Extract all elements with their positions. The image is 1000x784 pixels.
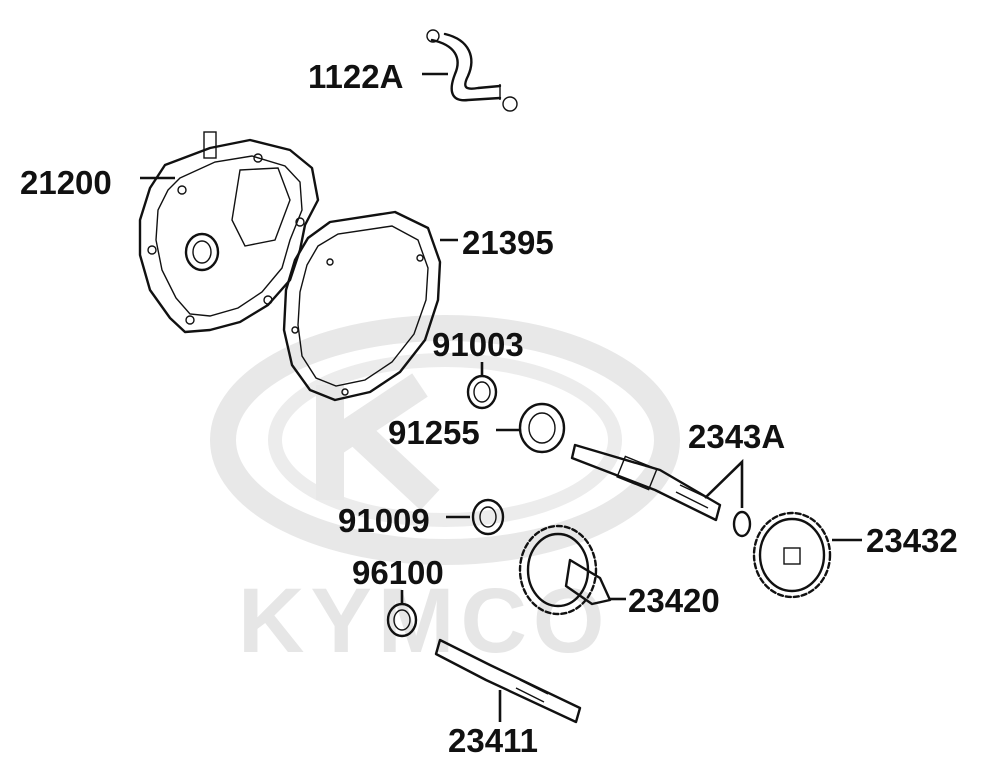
part-label-91009: 91009 (338, 502, 430, 539)
part-label-1122a: 1122A (308, 58, 403, 95)
part-1122a-hose[interactable] (422, 29, 518, 112)
part-91003-bearing[interactable] (466, 362, 498, 410)
part-23420-gear[interactable] (518, 524, 626, 616)
part-91255-seal[interactable] (496, 402, 566, 454)
kymco-watermark: KYMCO (210, 315, 680, 672)
part-23411-shaft[interactable] (434, 638, 582, 724)
part-2343a-circlip[interactable] (732, 510, 752, 538)
part-label-23420: 23420 (628, 582, 720, 619)
part-label-21395: 21395 (462, 224, 554, 261)
part-label-21200: 21200 (20, 164, 112, 201)
part-96100-bearing[interactable] (386, 590, 418, 638)
part-label-23411: 23411 (448, 722, 538, 759)
part-label-91255: 91255 (388, 414, 480, 451)
part-91009-bearing[interactable] (446, 498, 505, 536)
part-23432-gear[interactable] (752, 511, 862, 599)
part-label-2343a: 2343A (688, 418, 785, 455)
part-label-96100: 96100 (352, 554, 444, 591)
part-21200-cover[interactable] (138, 131, 320, 334)
leader-2343a (704, 458, 744, 508)
part-21395-gasket[interactable] (282, 210, 458, 402)
part-label-23432: 23432 (866, 522, 958, 559)
part-label-91003: 91003 (432, 326, 524, 363)
watermark-logo-text: KYMCO (238, 570, 610, 672)
part-drive-shaft[interactable] (570, 443, 722, 522)
